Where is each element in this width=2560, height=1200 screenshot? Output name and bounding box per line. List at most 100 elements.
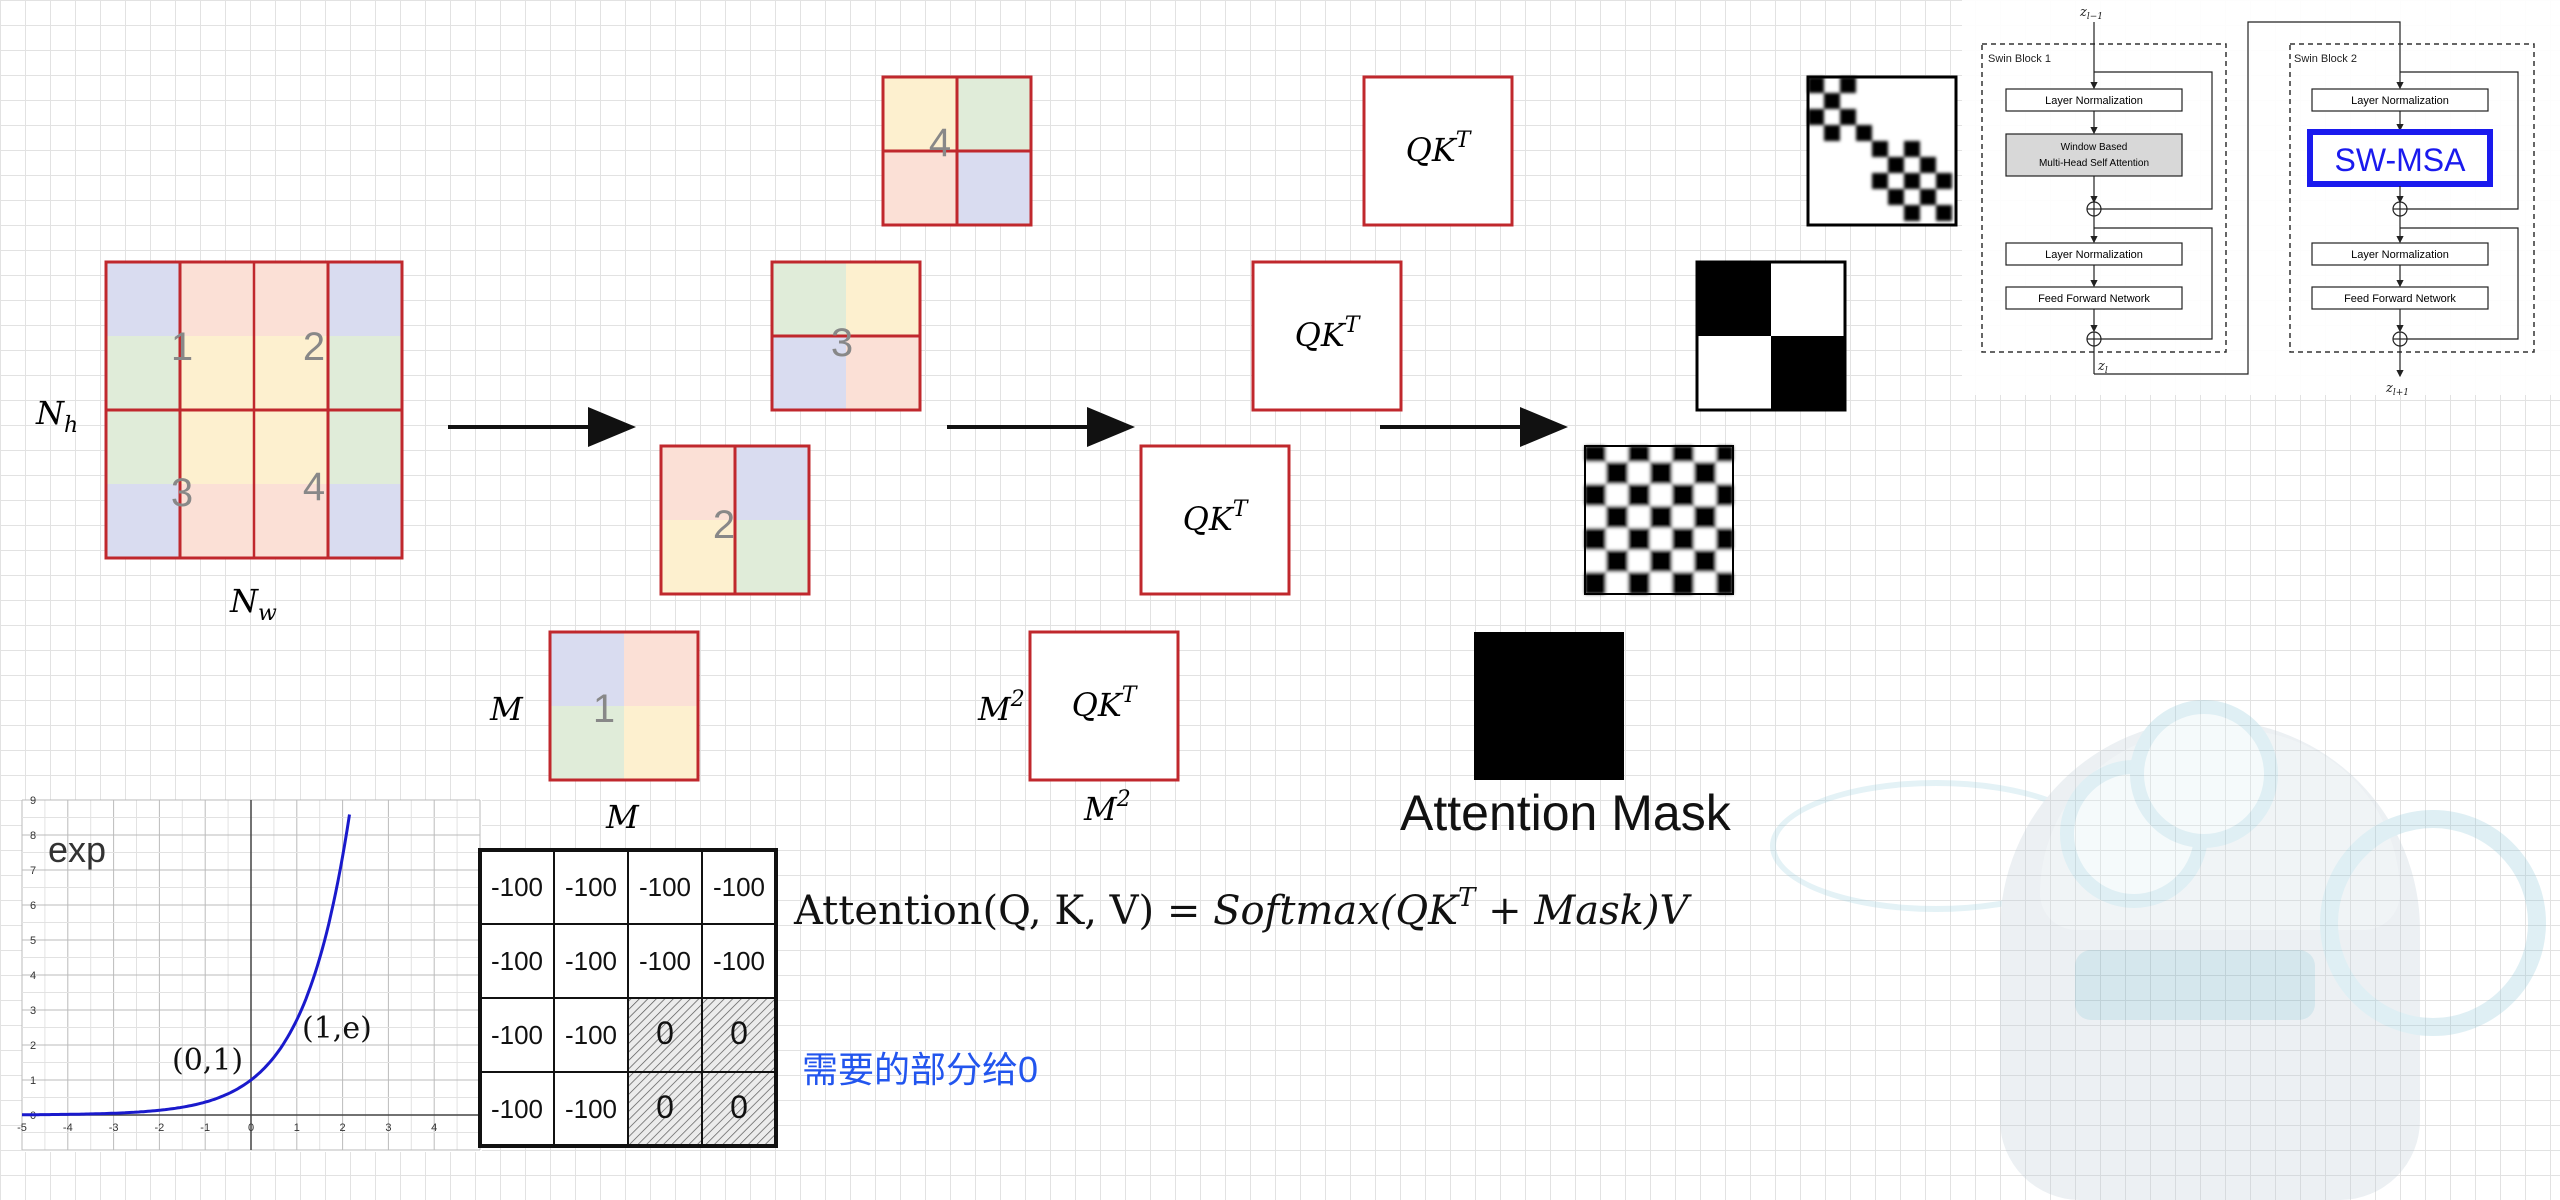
mask-cell-value: 0 <box>730 1015 748 1051</box>
swin-block-1-frame <box>1981 43 2227 353</box>
mask-cell-value: 0 <box>656 1089 674 1125</box>
exp-x-tick: 3 <box>385 1122 391 1134</box>
mask-table-border <box>478 848 778 1148</box>
mask-cell-value: -100 <box>713 872 765 902</box>
swin-block-1-title: Swin Block 1 <box>1988 53 2051 65</box>
exp-chart-grid <box>21 799 481 1151</box>
mask-window-1 <box>1474 632 1624 780</box>
mask-cell-value: -100 <box>565 872 617 902</box>
mask-cell-value: 0 <box>730 1089 748 1125</box>
mask-cell-value: -100 <box>565 1094 617 1124</box>
m-label-bottom: M <box>605 798 640 836</box>
mask-cell <box>701 849 777 925</box>
mask-cell <box>479 1071 555 1147</box>
exp-x-tick: -4 <box>63 1122 73 1134</box>
exp-x-tick: 1 <box>294 1122 300 1134</box>
window-3: 3 <box>770 260 922 412</box>
exp-x-tick: -1 <box>200 1122 210 1134</box>
svg-text:QKT: QKT <box>1406 128 1473 169</box>
exp-curve <box>22 814 351 1117</box>
mask-cell <box>701 1071 777 1147</box>
nw-label: Nw <box>229 582 277 626</box>
mask-value-table: -100 -100 -100 -100 -100 -100 -100 -100 -100 -100… <box>478 848 778 1148</box>
sw-msa-label: SW-MSA <box>2335 142 2467 178</box>
mask-window-3 <box>1695 260 1847 412</box>
z-l: zl <box>2097 359 2108 376</box>
wmsa-line-1: Window Based <box>2061 142 2128 153</box>
qkt-box-1: QKT <box>1028 630 1180 782</box>
ffn-2-label: Feed Forward Network <box>2344 293 2456 305</box>
exp-chart-title: exp <box>48 829 106 870</box>
exp-x-tick: -3 <box>109 1122 119 1134</box>
window-1-number: 1 <box>593 687 615 731</box>
mask-cell <box>553 849 629 925</box>
wmsa-line-2: Multi-Head Self Attention <box>2039 158 2149 169</box>
swin-block-2-frame <box>2289 43 2535 353</box>
window-1: 1 <box>548 630 700 782</box>
exp-x-tick: -2 <box>155 1122 165 1134</box>
exp-y-tick: 9 <box>30 795 36 807</box>
exp-y-tick: 6 <box>30 900 36 912</box>
mask-cell <box>701 923 777 999</box>
grid-number-1: 1 <box>171 325 193 369</box>
window-3-number: 3 <box>831 321 853 365</box>
wmsa-box <box>2005 133 2183 177</box>
mask-cell-value: -100 <box>565 1020 617 1050</box>
window-4: 4 <box>881 75 1033 227</box>
svg-text:QKT: QKT <box>1072 683 1139 724</box>
mask-cell <box>627 997 703 1073</box>
point-label-1-e: (1,e) <box>302 1011 372 1046</box>
mask-cell-value: -100 <box>491 872 543 902</box>
m2-label-bottom: M2 <box>1083 787 1131 828</box>
attention-mask-caption: Attention Mask <box>1400 785 1732 841</box>
mask-cell-value: -100 <box>713 946 765 976</box>
mask-cell <box>627 923 703 999</box>
exp-y-tick: 5 <box>30 935 36 947</box>
feature-map-grid: 1 2 3 4 <box>104 260 404 560</box>
window-4-number: 4 <box>929 121 951 165</box>
layer-norm-2-label: Layer Normalization <box>2045 249 2143 261</box>
exp-x-tick: -5 <box>17 1122 27 1134</box>
grid-number-2: 2 <box>303 325 325 369</box>
exp-y-tick: 8 <box>30 830 36 842</box>
mask-window-2 <box>1584 445 1734 595</box>
mask-cell-value: -100 <box>639 946 691 976</box>
exp-x-tick: 2 <box>340 1122 346 1134</box>
layer-norm-4-label: Layer Normalization <box>2351 249 2449 261</box>
layer-norm-3-label: Layer Normalization <box>2351 95 2449 107</box>
grid-number-4: 4 <box>303 465 325 509</box>
exp-y-tick: 1 <box>30 1075 36 1087</box>
swin-attention-diagram: 1 2 3 4 Nh Nw 1 2 3 <box>17 0 2560 1152</box>
m2-label-left: M2 <box>977 687 1025 728</box>
layer-norm-1-label: Layer Normalization <box>2045 95 2143 107</box>
qkt-box-4: QKT <box>1362 75 1514 227</box>
swin-block-diagram: Swin Block 1 zl−1 Layer Normalization Wi… <box>1962 0 2560 398</box>
z-l-plus-1: zl+1 <box>2385 381 2409 398</box>
m-label-left: M <box>489 690 524 728</box>
mask-cell-value: -100 <box>491 1094 543 1124</box>
exp-x-tick: 0 <box>248 1122 254 1134</box>
note-text: 需要的部分给0 <box>802 1049 1038 1090</box>
qkt-box-2: QKT <box>1139 444 1291 596</box>
mask-cell-value: -100 <box>491 1020 543 1050</box>
mask-cell-value: -100 <box>491 946 543 976</box>
exp-x-tick: 4 <box>431 1122 437 1134</box>
mask-cell-value: -100 <box>639 872 691 902</box>
robot-mouth-decoration <box>2075 950 2315 1020</box>
exp-y-tick: 4 <box>30 970 36 982</box>
sw-msa-box <box>2307 129 2493 187</box>
exp-y-tick: 7 <box>30 865 36 877</box>
mask-cell-value: -100 <box>565 946 617 976</box>
ffn-1-label: Feed Forward Network <box>2038 293 2150 305</box>
svg-text:QKT: QKT <box>1183 497 1250 538</box>
point-label-0-1: (0,1) <box>172 1043 243 1078</box>
exp-y-tick: 3 <box>30 1005 36 1017</box>
z-l-minus-1: zl−1 <box>2079 5 2103 22</box>
swin-block-2-title: Swin Block 2 <box>2294 53 2357 65</box>
mask-window-4 <box>1806 75 1958 227</box>
attention-formula: Attention(Q, K, V) = Softmax(QKT + Mask)… <box>793 883 1693 934</box>
window-2: 2 <box>659 444 811 596</box>
grid-number-3: 3 <box>171 471 193 515</box>
